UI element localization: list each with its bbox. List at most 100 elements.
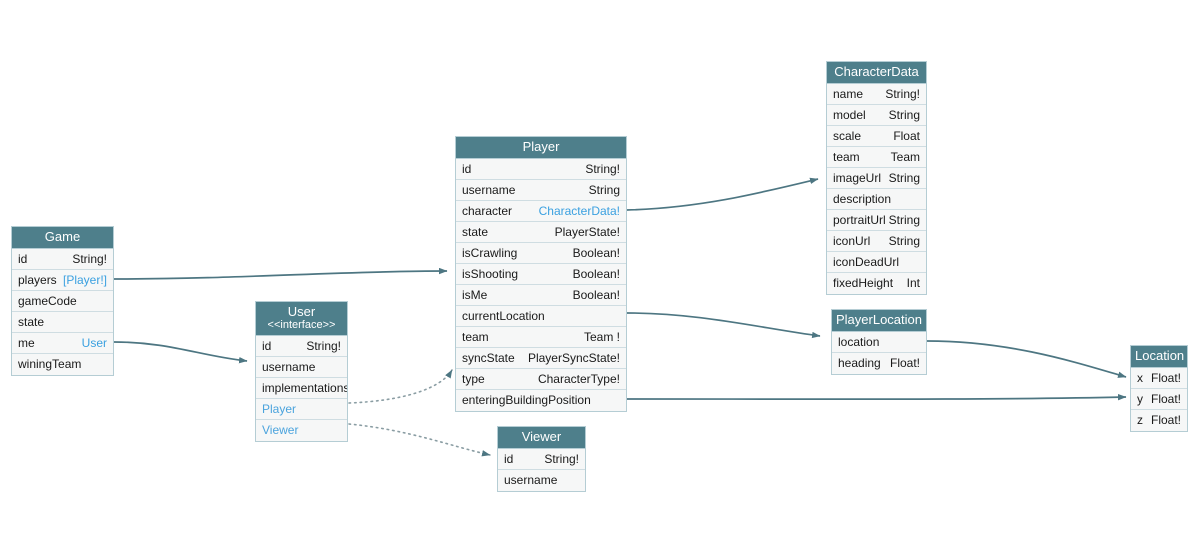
table-row[interactable]: y Float! xyxy=(1131,389,1187,410)
field-type: Boolean! xyxy=(572,288,620,302)
entity-game-title: Game xyxy=(12,227,113,249)
field-name: id xyxy=(262,339,272,353)
field-name: gameCode xyxy=(18,294,77,308)
entity-viewer-title: Viewer xyxy=(498,427,585,449)
field-name: team xyxy=(462,330,489,344)
entity-player-location[interactable]: PlayerLocation location Location! headin… xyxy=(831,309,927,375)
table-row[interactable]: isShooting Boolean! xyxy=(456,264,626,285)
field-type: Int xyxy=(906,276,920,290)
entity-location-title: Location xyxy=(1131,346,1187,368)
table-row[interactable]: id String! xyxy=(12,249,113,270)
table-row[interactable]: state GameState! xyxy=(12,312,113,333)
table-row[interactable]: location Location! xyxy=(832,332,926,353)
entity-character-data-title: CharacterData xyxy=(827,62,926,84)
field-type: String xyxy=(548,490,579,491)
entity-game[interactable]: Game id String! players [Player!] gameCo… xyxy=(11,226,114,376)
field-type: String xyxy=(888,213,920,227)
field-type: String! xyxy=(885,87,920,101)
field-type: Float! xyxy=(1150,392,1181,406)
field-name: type xyxy=(462,372,485,386)
entity-user[interactable]: User <<interface>> id String! username S… xyxy=(255,301,348,442)
field-name: isMe xyxy=(462,288,488,302)
table-row[interactable]: model String xyxy=(827,105,926,126)
entity-user-name: User xyxy=(287,304,316,319)
table-row[interactable]: isMe Boolean! xyxy=(456,285,626,306)
field-name: description xyxy=(833,192,892,206)
edge-user-implements-player xyxy=(348,369,453,404)
entity-viewer[interactable]: Viewer id String! username String xyxy=(497,426,586,492)
field-name: id xyxy=(462,162,472,176)
field-name: me xyxy=(18,336,35,350)
field-type: PlayerSyncState! xyxy=(527,351,620,365)
table-row[interactable]: team Team ! xyxy=(456,327,626,348)
field-type[interactable]: [Player!] xyxy=(62,273,107,287)
table-row[interactable]: scale Float xyxy=(827,126,926,147)
field-name: players xyxy=(18,273,57,287)
table-row[interactable]: username String xyxy=(256,357,347,378)
field-type[interactable]: CharacterData! xyxy=(538,204,620,218)
table-row[interactable]: fixedHeight Int xyxy=(827,273,926,294)
field-name: state xyxy=(18,315,45,329)
entity-player[interactable]: Player id String! username String charac… xyxy=(455,136,627,412)
table-row[interactable]: id String! xyxy=(456,159,626,180)
entity-character-data[interactable]: CharacterData name String! model String … xyxy=(826,61,927,295)
table-row[interactable]: name String! xyxy=(827,84,926,105)
table-row[interactable]: me User xyxy=(12,333,113,354)
field-type: Team xyxy=(890,150,920,164)
table-row[interactable]: z Float! xyxy=(1131,410,1187,431)
table-row[interactable]: character CharacterData! xyxy=(456,201,626,222)
field-name: username xyxy=(262,360,316,374)
implementation-row-player[interactable]: Player xyxy=(256,399,347,420)
table-row[interactable]: state PlayerState! xyxy=(456,222,626,243)
table-row[interactable]: winingTeam Team xyxy=(12,354,113,375)
table-row[interactable]: currentLocation PlayerLocation! xyxy=(456,306,626,327)
edge-player-enteringbuildingposition-to-location xyxy=(626,393,1127,401)
field-name: model xyxy=(833,108,866,122)
table-row[interactable]: players [Player!] xyxy=(12,270,113,291)
field-type: CharacterType! xyxy=(537,372,620,386)
field-name: team xyxy=(833,150,860,164)
implementation-name: Viewer xyxy=(262,423,299,437)
field-name: y xyxy=(1137,392,1143,406)
field-name: isCrawling xyxy=(462,246,518,260)
edge-game-players-to-player xyxy=(113,267,448,280)
table-row[interactable]: syncState PlayerSyncState! xyxy=(456,348,626,369)
table-row[interactable]: username String xyxy=(456,180,626,201)
field-type: Float! xyxy=(889,356,920,370)
field-name: z xyxy=(1137,413,1143,427)
table-row[interactable]: id String! xyxy=(256,336,347,357)
table-row[interactable]: iconDeadUrl String xyxy=(827,252,926,273)
field-name: iconDeadUrl xyxy=(833,255,900,269)
table-row[interactable]: description String xyxy=(827,189,926,210)
table-row[interactable]: type CharacterType! xyxy=(456,369,626,390)
table-row[interactable]: heading Float! xyxy=(832,353,926,374)
field-type[interactable]: Location xyxy=(575,410,620,411)
edge-playerlocation-location-to-location xyxy=(926,340,1127,378)
implementation-row-viewer[interactable]: Viewer xyxy=(256,420,347,441)
field-name: iconUrl xyxy=(833,234,871,248)
table-row[interactable]: gameCode String! xyxy=(12,291,113,312)
table-row[interactable]: x Float! xyxy=(1131,368,1187,389)
table-row[interactable]: username String xyxy=(498,470,585,491)
field-type[interactable]: User xyxy=(81,336,107,350)
table-row[interactable]: portraitUrl String xyxy=(827,210,926,231)
edge-game-me-to-user xyxy=(113,341,248,364)
implementation-name: Player xyxy=(262,402,297,416)
field-name: enteringBuildingPosition xyxy=(462,393,591,407)
field-type: String! xyxy=(544,452,579,466)
field-name: portraitUrl xyxy=(833,213,886,227)
field-name: winingTeam xyxy=(18,357,82,371)
field-type: String! xyxy=(306,339,341,353)
table-row[interactable]: iconUrl String xyxy=(827,231,926,252)
table-row[interactable]: imageUrl String xyxy=(827,168,926,189)
table-row[interactable]: enteringBuildingPosition Location xyxy=(456,390,626,411)
table-row[interactable]: id String! xyxy=(498,449,585,470)
entity-location[interactable]: Location x Float! y Float! z Float! xyxy=(1130,345,1188,432)
table-row[interactable]: team Team xyxy=(827,147,926,168)
field-name: username xyxy=(462,183,516,197)
entity-player-location-title: PlayerLocation xyxy=(832,310,926,332)
field-name: id xyxy=(18,252,28,266)
field-type: Team xyxy=(78,374,107,375)
table-row[interactable]: isCrawling Boolean! xyxy=(456,243,626,264)
